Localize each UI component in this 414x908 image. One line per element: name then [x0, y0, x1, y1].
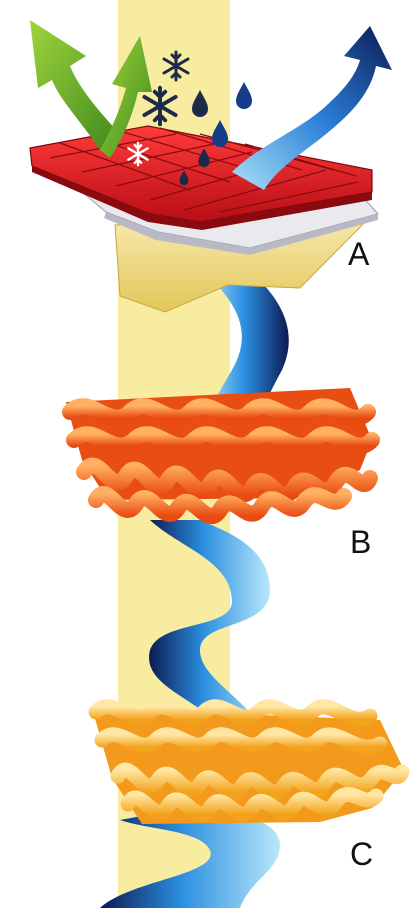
layer-b [66, 388, 372, 516]
layer-label-a: A [348, 238, 369, 270]
layer-c [92, 707, 404, 824]
layer-label-b: B [350, 526, 371, 558]
layer-label-c: C [350, 838, 373, 870]
